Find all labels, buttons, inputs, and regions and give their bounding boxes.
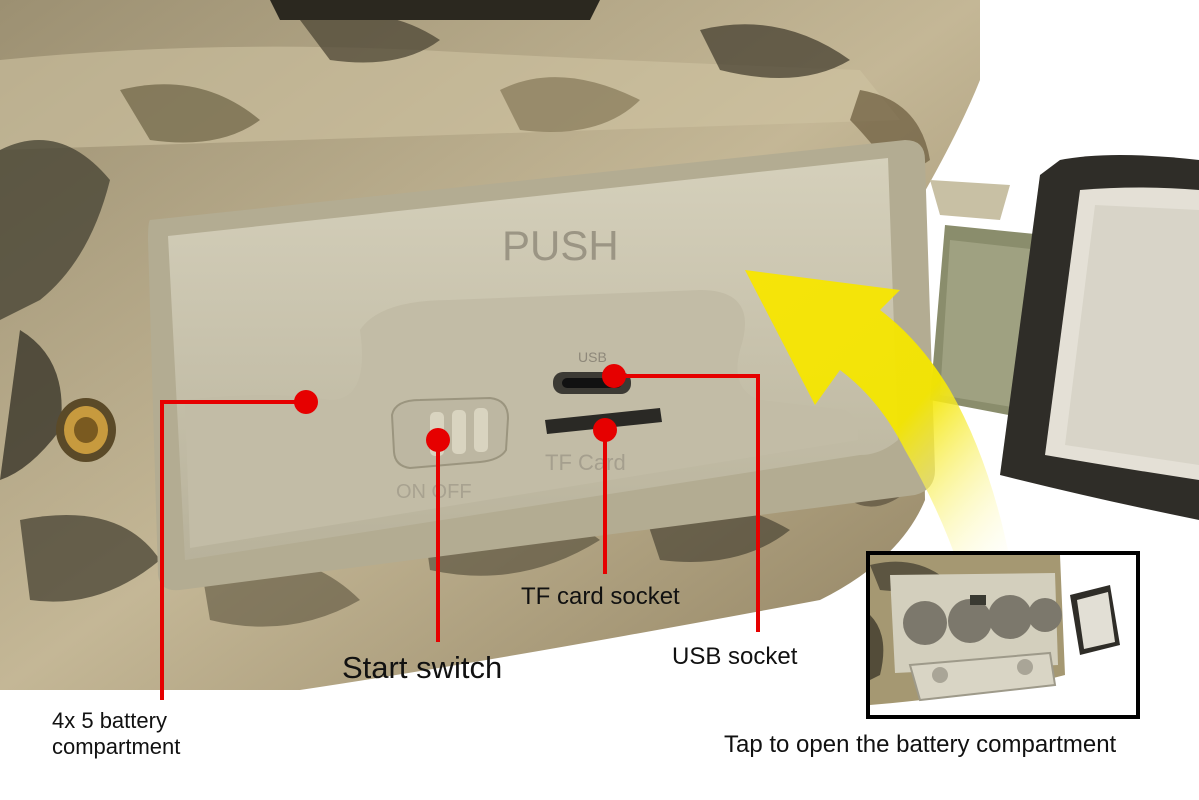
callout-lines: [160, 374, 760, 700]
switch-callout-dot: [426, 428, 450, 452]
usb-callout-line: [614, 374, 760, 632]
tf-card-socket-label: TF card socket: [521, 583, 680, 610]
side-panel: [148, 140, 935, 591]
start-switch-label: Start switch: [342, 650, 503, 685]
usb-socket-label: USB socket: [672, 643, 798, 670]
tap-to-open-label: Tap to open the battery compartment: [724, 731, 1117, 758]
inset-photo: [870, 555, 1136, 715]
battery-callout-dot: [294, 390, 318, 414]
open-direction-arrow: [745, 270, 1010, 570]
tripod-socket: [56, 398, 116, 462]
tf-marking: TF Card: [545, 450, 626, 475]
battery-callout-line: [160, 400, 306, 700]
tf-callout-dot: [593, 418, 617, 442]
open-door: [930, 155, 1199, 520]
usb-marking: USB: [578, 349, 607, 365]
usb-callout-dot: [602, 364, 626, 388]
push-text: PUSH: [502, 222, 619, 269]
battery-compartment-label: 4x 5 battery compartment: [52, 708, 181, 759]
battery-compartment-inset: [866, 551, 1140, 719]
power-switch: [390, 396, 510, 470]
switch-marking: ON OFF: [396, 481, 472, 503]
